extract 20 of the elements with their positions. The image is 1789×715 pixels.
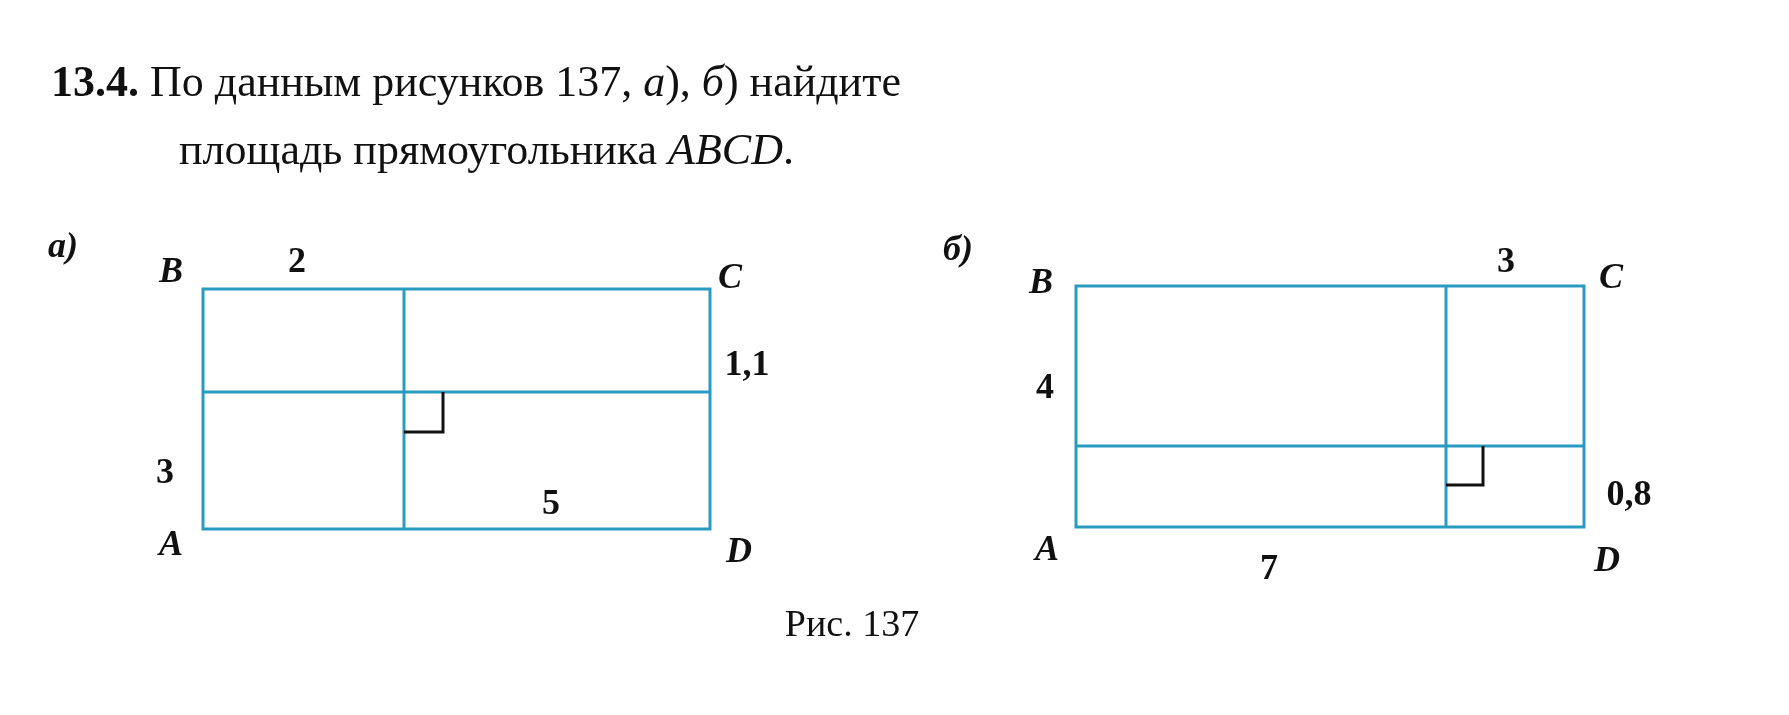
- problem-statement: 13.4. По данным рисунков 137, а), б) найдите площадь прямоугольника ABCD.: [51, 56, 902, 176]
- vertex-label: B: [1029, 260, 1053, 302]
- length-label: 1,1: [724, 342, 770, 384]
- length-label: 7: [1260, 546, 1278, 588]
- vertex-label: B: [159, 249, 183, 291]
- length-label: 2: [288, 239, 306, 281]
- vertex-label: C: [1599, 255, 1623, 297]
- length-label: 4: [1036, 365, 1054, 407]
- vertex-label: A: [159, 522, 183, 564]
- vertex-label: A: [1035, 527, 1059, 569]
- figure-label: б): [943, 227, 973, 269]
- length-label: 3: [156, 450, 174, 492]
- vertex-label: D: [726, 529, 752, 571]
- vertex-label: C: [718, 255, 742, 297]
- figure-caption: Рис. 137: [784, 601, 920, 645]
- vertex-label: D: [1594, 538, 1620, 580]
- figure-label: а): [48, 224, 78, 266]
- length-label: 3: [1497, 239, 1515, 281]
- length-label: 5: [542, 481, 560, 523]
- length-label: 0,8: [1606, 472, 1652, 514]
